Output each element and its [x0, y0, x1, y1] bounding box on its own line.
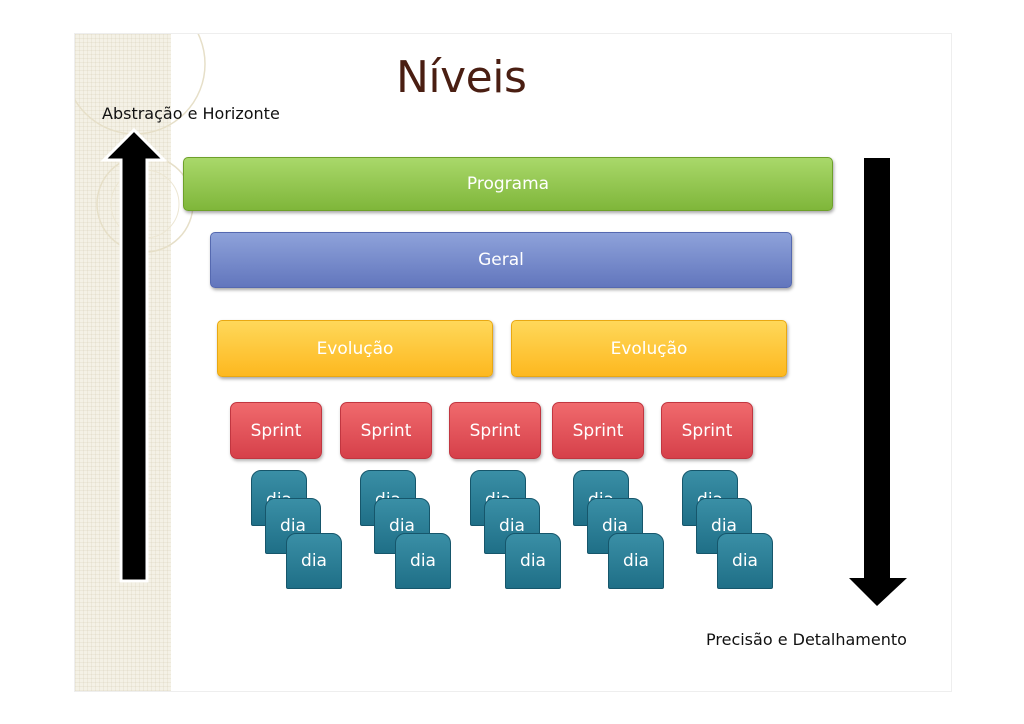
level-sprint: Sprint	[552, 402, 644, 459]
dia-label: dia	[602, 516, 628, 536]
level-geral-label: Geral	[478, 250, 524, 270]
level-sprint: Sprint	[449, 402, 541, 459]
up-arrow-icon	[100, 128, 168, 583]
level-evolucao-label: Evolução	[610, 338, 688, 359]
level-programa: Programa	[183, 157, 833, 211]
dia-label: dia	[732, 551, 758, 571]
precision-label: Precisão e Detalhamento	[706, 630, 907, 649]
level-sprint: Sprint	[340, 402, 432, 459]
dia-label: dia	[410, 551, 436, 571]
level-programa-label: Programa	[466, 174, 550, 194]
dia-label: dia	[499, 516, 525, 536]
level-sprint: Sprint	[230, 402, 322, 459]
level-dia: dia	[286, 533, 342, 589]
level-sprint: Sprint	[661, 402, 753, 459]
sprint-label: Sprint	[681, 420, 733, 441]
sprint-label: Sprint	[360, 420, 412, 441]
sprint-label: Sprint	[250, 420, 302, 441]
slide-title: Níveis	[396, 52, 527, 103]
dia-label: dia	[520, 551, 546, 571]
level-dia: dia	[717, 533, 773, 589]
down-arrow-icon	[849, 158, 907, 606]
level-dia: dia	[608, 533, 664, 589]
level-dia: dia	[395, 533, 451, 589]
dia-label: dia	[301, 551, 327, 571]
dia-label: dia	[280, 516, 306, 536]
level-evolucao: Evolução	[511, 320, 787, 377]
dia-label: dia	[711, 516, 737, 536]
dia-label: dia	[623, 551, 649, 571]
dia-label: dia	[389, 516, 415, 536]
level-geral: Geral	[210, 232, 792, 288]
level-evolucao-label: Evolução	[316, 338, 394, 359]
level-dia: dia	[505, 533, 561, 589]
abstraction-label: Abstração e Horizonte	[102, 104, 280, 123]
sprint-label: Sprint	[572, 420, 624, 441]
sprint-label: Sprint	[469, 420, 521, 441]
level-evolucao: Evolução	[217, 320, 493, 377]
